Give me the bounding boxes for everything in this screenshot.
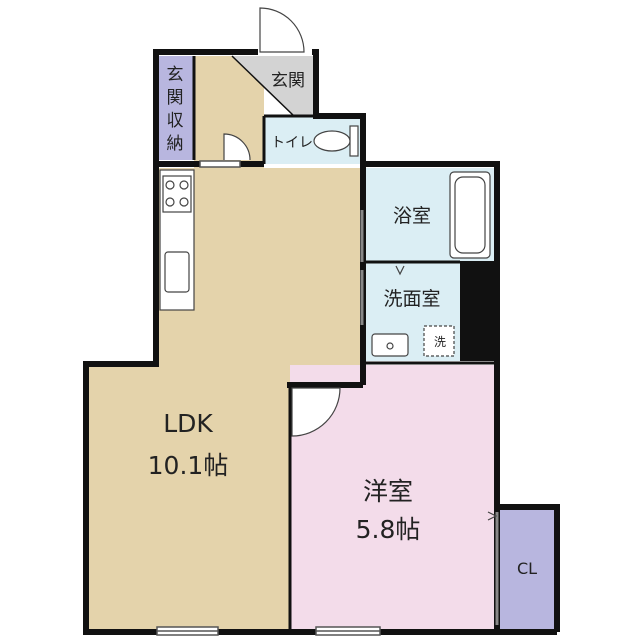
outer-wall-left	[83, 160, 159, 635]
stove-burner	[179, 197, 189, 207]
closet-door-mark	[487, 511, 498, 521]
washroom-name: 洗面室	[383, 288, 440, 310]
washer-label: 洗	[434, 335, 446, 349]
ldk-room	[86, 168, 363, 629]
bathtub-inner	[454, 176, 486, 254]
doors	[223, 7, 499, 625]
labels: LDK 10.1帖 洋室 5.8帖 CL 玄関 玄 関 収 納 トイレ 浴室 洗…	[148, 65, 537, 578]
stove-burner	[165, 197, 175, 207]
storage-char: 関	[167, 88, 184, 108]
fixtures	[159, 125, 491, 357]
kitchen-sink	[164, 251, 190, 293]
western-door	[291, 387, 341, 437]
closet-wall	[497, 504, 560, 632]
ldk-top-window	[199, 160, 241, 168]
toilet-tank	[349, 125, 359, 157]
entrance-room	[232, 56, 314, 116]
storage-room	[156, 56, 194, 160]
toilet-door	[223, 133, 251, 161]
storage-char: 納	[167, 134, 184, 154]
bathroom-name: 浴室	[393, 205, 431, 227]
toilet-name: トイレ	[271, 135, 313, 151]
east-wall	[362, 161, 500, 632]
ldk-size: 10.1帖	[148, 451, 229, 480]
wash-basin-drain	[386, 342, 394, 350]
pipe-shaft	[460, 261, 496, 361]
wash-door-mark	[395, 265, 405, 276]
western-size: 5.8帖	[356, 515, 421, 544]
toilet-bowl	[313, 130, 351, 152]
western-name: 洋室	[363, 477, 413, 506]
storage-char: 収	[167, 111, 184, 131]
stove-burner	[179, 180, 189, 190]
walls	[83, 49, 560, 635]
front-door	[259, 7, 305, 53]
washer-space	[423, 325, 455, 357]
storage-char: 玄	[167, 65, 184, 85]
closet-room	[496, 507, 554, 629]
entrance-step	[231, 55, 295, 117]
ldk-name: LDK	[163, 409, 213, 438]
entrance-name: 玄関	[271, 71, 305, 91]
stove-burner	[165, 180, 175, 190]
inner-walls	[192, 55, 497, 632]
windows	[156, 160, 381, 636]
closet-name: CL	[517, 559, 537, 578]
